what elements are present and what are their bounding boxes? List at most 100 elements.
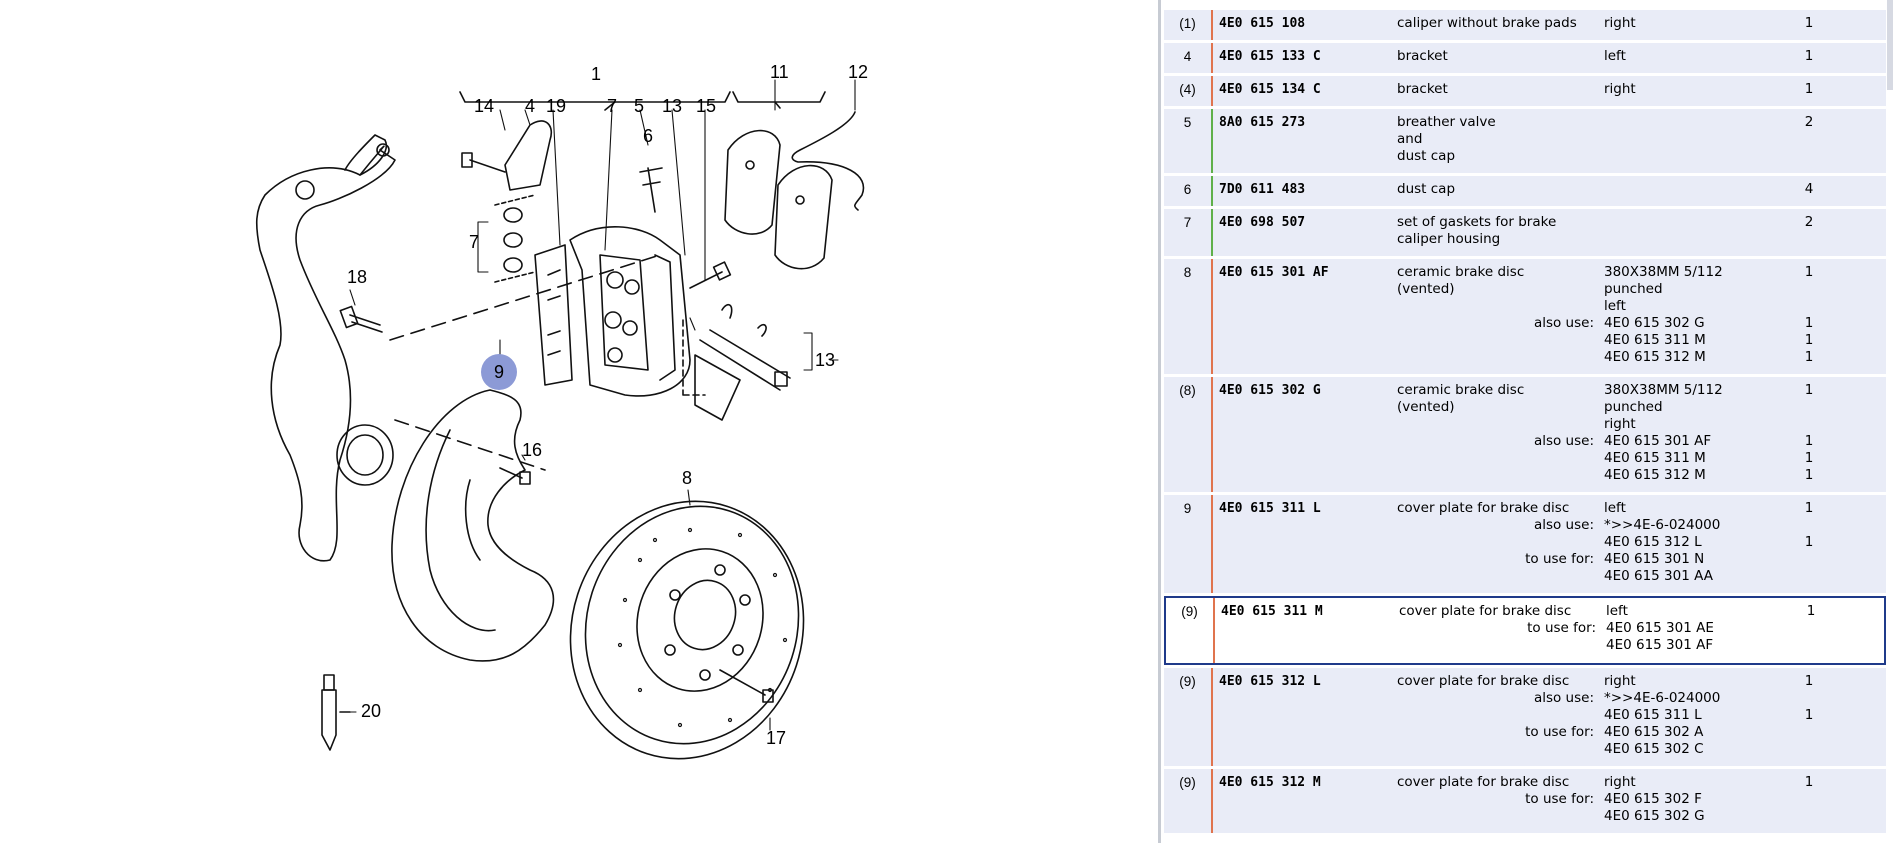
cell-quantity: 2 <box>1789 209 1829 256</box>
quantity-line: 1 <box>1804 264 1814 280</box>
cell-part-number: 4E0 615 133 C <box>1219 49 1321 64</box>
callout-11[interactable]: 11 <box>770 62 789 82</box>
quantity-line: 1 <box>1806 603 1816 619</box>
description-qualifier: to use for: <box>1525 551 1594 567</box>
remark-line: *>>4E-6-024000 <box>1604 690 1721 706</box>
description-qualifier: to use for: <box>1525 791 1594 807</box>
cell-part-number: 4E0 615 302 G <box>1219 383 1321 398</box>
remark-line: 4E0 615 302 C <box>1604 741 1704 757</box>
vertical-scrollbar[interactable] <box>1886 0 1894 843</box>
table-row[interactable]: (8) 4E0 615 302 G ceramic brake disc(vente… <box>1164 377 1886 492</box>
callout-8[interactable]: 8 <box>682 468 693 488</box>
callout-1[interactable]: 1 <box>591 64 602 84</box>
remark-line: 4E0 615 301 AF <box>1606 637 1714 653</box>
callout-13[interactable]: 13 <box>662 96 683 116</box>
cell-position: (4) <box>1179 82 1196 97</box>
description-line: and <box>1397 131 1423 147</box>
callout-6[interactable]: 6 <box>643 126 654 146</box>
remark-line: left <box>1604 48 1626 64</box>
cell-description: ceramic brake disc(vented)also use: <box>1397 377 1602 492</box>
remark-line: 4E0 615 302 F <box>1604 791 1702 807</box>
scrollbar-thumb[interactable] <box>1887 0 1893 90</box>
cell-position: (9) <box>1179 674 1196 689</box>
cell-quantity: 1 <box>1789 43 1829 73</box>
callout-4[interactable]: 4 <box>525 96 536 116</box>
description-line <box>1397 534 1602 551</box>
cell-remark: left <box>1604 43 1789 73</box>
quantity-line: 1 <box>1804 500 1814 516</box>
quantity-line: 1 <box>1804 81 1814 97</box>
callout-16[interactable]: 16 <box>522 440 543 460</box>
row-status-stripe <box>1211 76 1213 106</box>
remark-line: right <box>1604 15 1636 31</box>
callout-17[interactable]: 17 <box>766 728 787 748</box>
callout-14[interactable]: 14 <box>474 96 495 116</box>
callout-18[interactable]: 18 <box>347 267 368 287</box>
quantity-line: 1 <box>1804 382 1814 398</box>
row-status-stripe <box>1211 10 1213 40</box>
description-line: bracket <box>1397 81 1448 97</box>
callout-9-highlighted[interactable]: 9 <box>481 354 517 390</box>
quantity-line <box>1789 298 1829 315</box>
cell-position: 8 <box>1183 265 1192 280</box>
quantity-line: 1 <box>1804 332 1814 348</box>
cell-description: bracket <box>1397 43 1602 73</box>
description-line: set of gaskets for brake <box>1397 214 1557 230</box>
quantity-line <box>1789 281 1829 298</box>
cell-part-number: 4E0 615 312 M <box>1219 775 1321 790</box>
description-line: caliper housing <box>1397 231 1501 247</box>
callout-7-gaskets[interactable]: 7 <box>469 232 480 252</box>
description-line <box>1397 467 1602 484</box>
cell-quantity: 1 <box>1789 76 1829 106</box>
description-line <box>1397 332 1602 349</box>
quantity-line <box>1789 690 1829 707</box>
cell-remark <box>1604 109 1789 173</box>
cell-remark <box>1604 176 1789 206</box>
quantity-line <box>1789 517 1829 534</box>
remark-line: 4E0 615 301 AA <box>1604 568 1713 584</box>
cell-position: (9) <box>1179 775 1196 790</box>
description-line <box>1397 450 1602 467</box>
cell-position: (8) <box>1179 383 1196 398</box>
callout-20[interactable]: 20 <box>361 701 382 721</box>
callout-7[interactable]: 7 <box>607 96 618 116</box>
remark-line: 4E0 615 302 G <box>1604 315 1705 331</box>
cell-part-number: 4E0 615 311 M <box>1221 604 1323 619</box>
cell-part-number: 4E0 615 301 AF <box>1219 265 1329 280</box>
remark-line: punched <box>1604 281 1663 297</box>
quantity-line <box>1791 620 1831 637</box>
description-line: dust cap <box>1397 148 1456 164</box>
callout-12[interactable]: 12 <box>848 62 869 82</box>
pane-splitter[interactable] <box>1158 0 1161 843</box>
callout-15[interactable]: 15 <box>696 96 717 116</box>
remark-line: punched <box>1604 399 1663 415</box>
callout-19[interactable]: 19 <box>546 96 567 116</box>
row-status-stripe <box>1211 43 1213 73</box>
description-line <box>1397 808 1602 825</box>
cell-description: dust cap <box>1397 176 1602 206</box>
callout-5[interactable]: 5 <box>634 96 645 116</box>
cell-remark <box>1604 209 1789 256</box>
description-line: (vented) <box>1397 399 1455 415</box>
callout-13-pin-kit[interactable]: 13 <box>815 350 836 370</box>
remark-line: 4E0 615 301 AF <box>1604 433 1712 449</box>
